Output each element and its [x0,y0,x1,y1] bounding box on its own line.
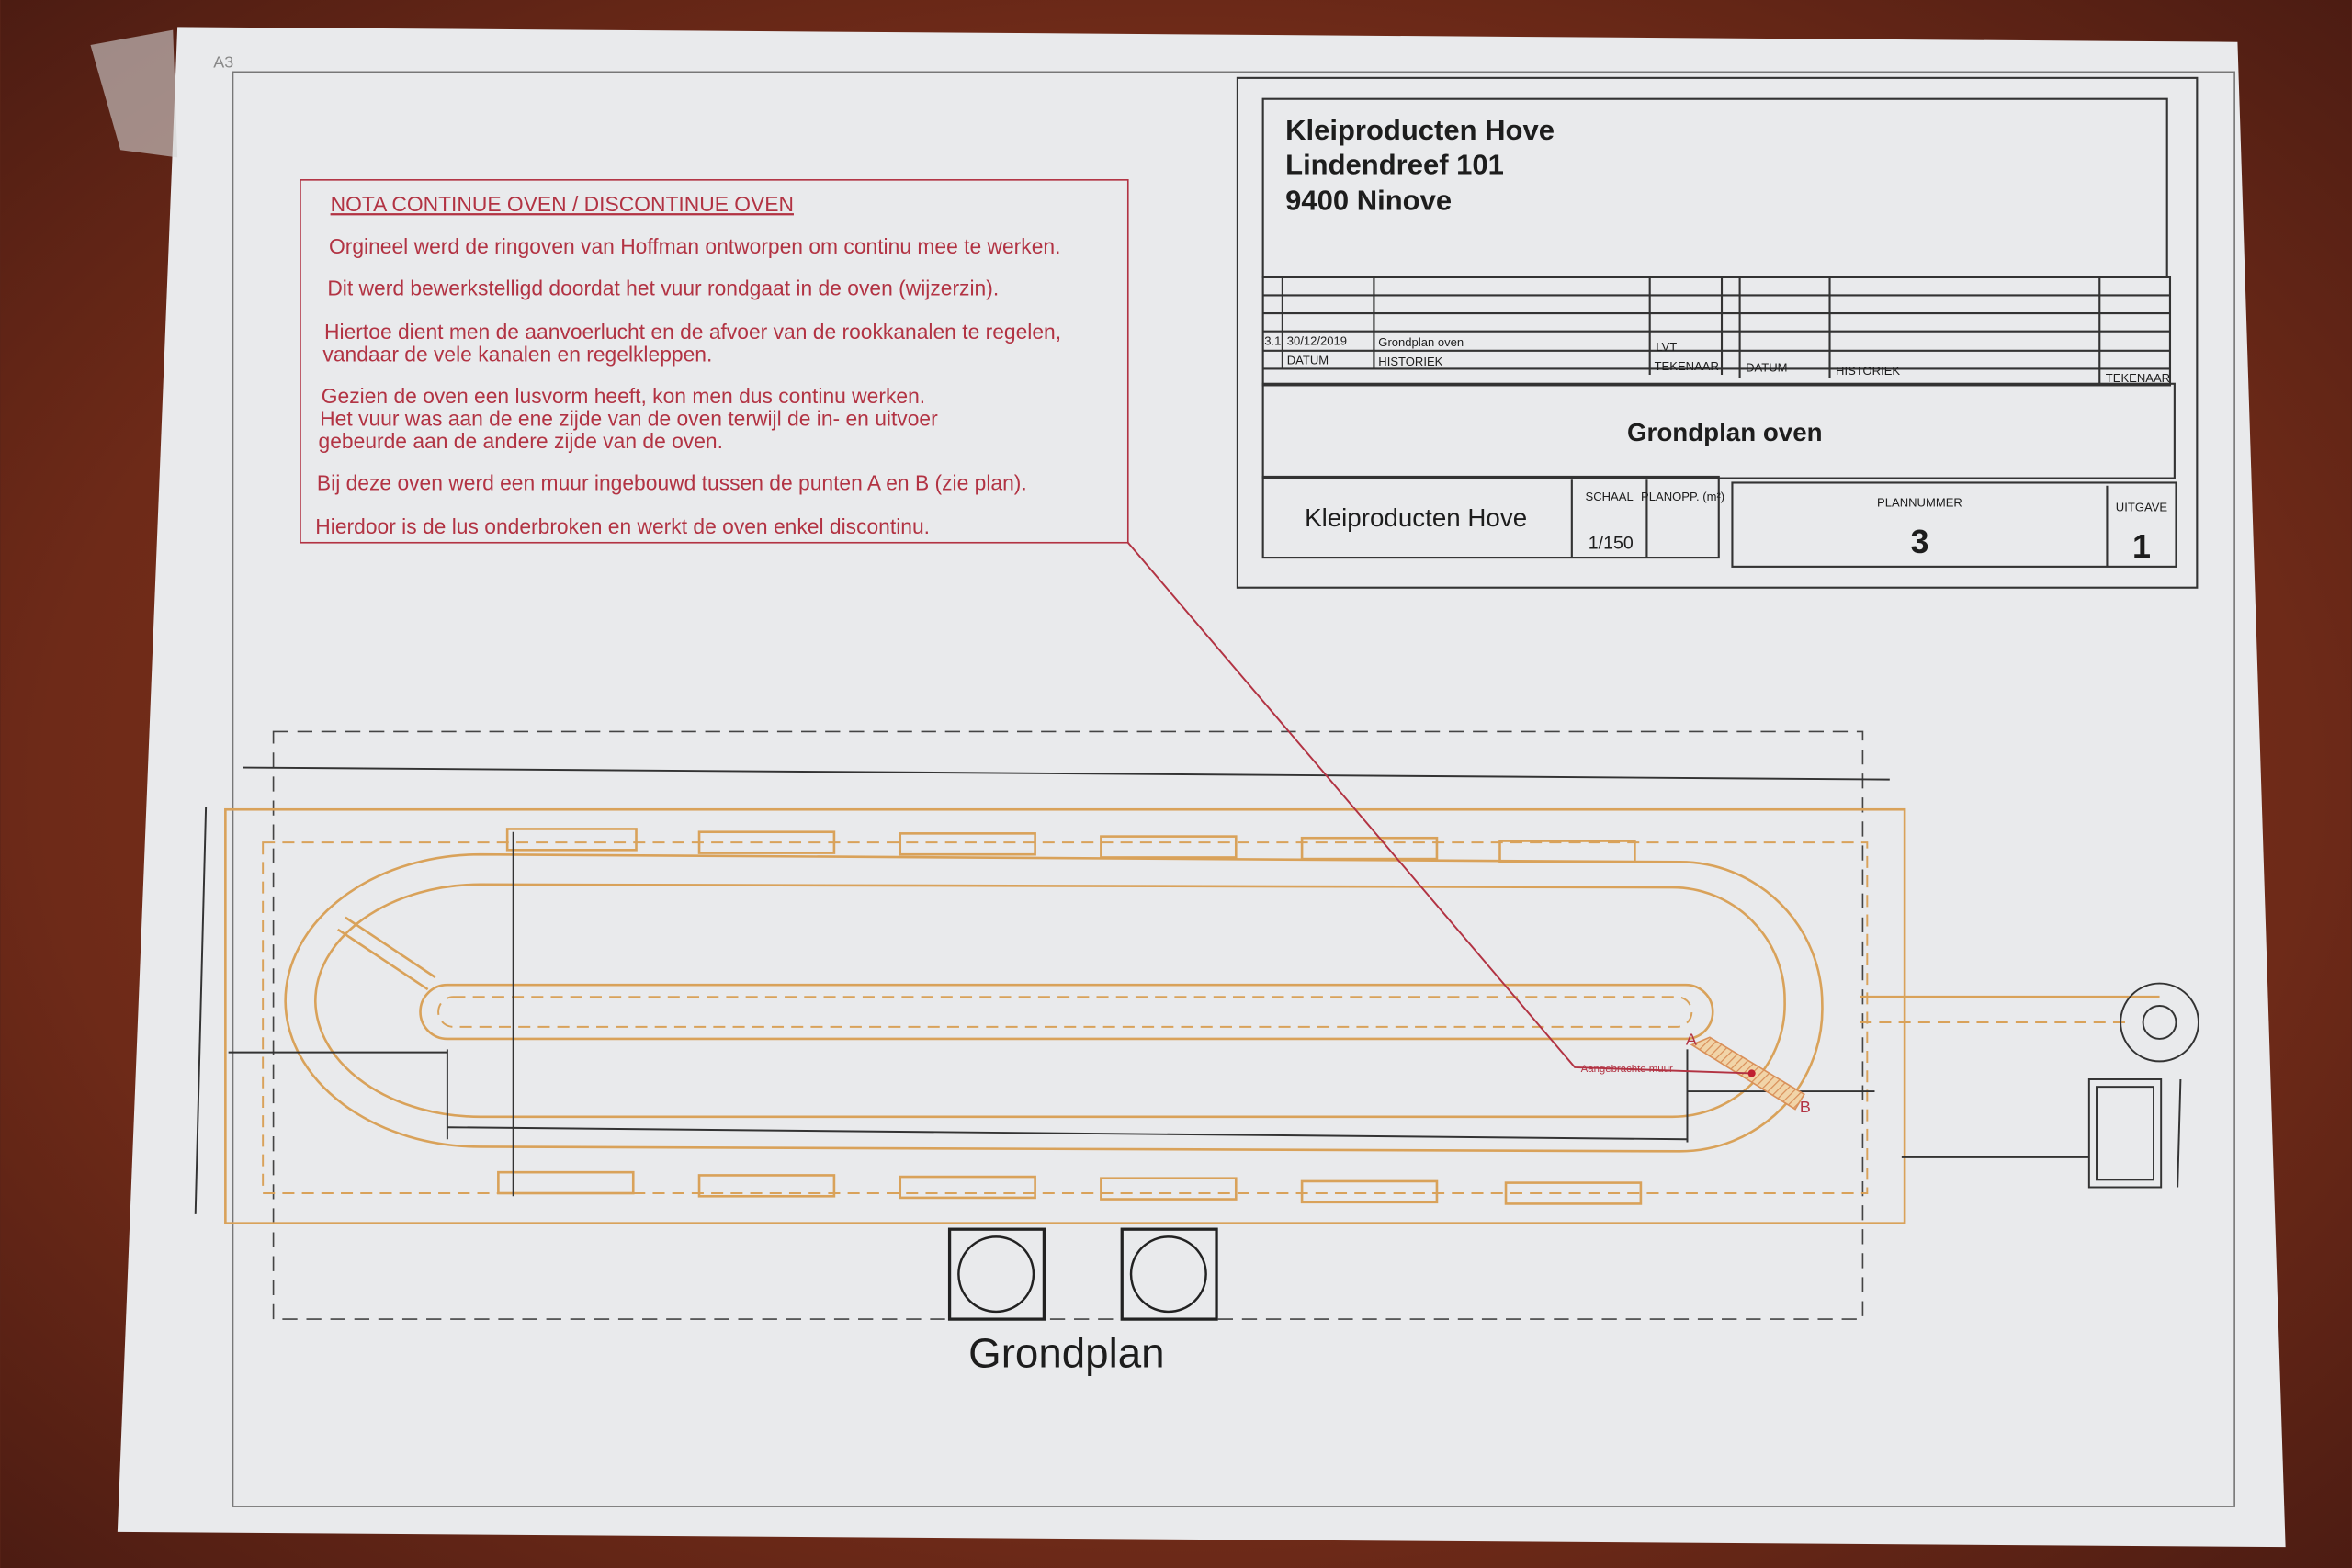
note-title: NOTA CONTINUE OVEN / DISCONTINUE OVEN [331,192,794,216]
floor-plan-drawing: Aangebrachte muur A B Grondplan [194,542,2199,1376]
revision-history: Grondplan oven [1378,335,1464,349]
plan-number: 3 [1910,524,1928,560]
plan-label: Grondplan [968,1329,1164,1376]
revision-index: 3.1 [1264,333,1281,347]
header-date-2: DATUM [1746,361,1787,375]
plan-number-label: PLANNUMMER [1877,496,1962,510]
tape [90,29,178,158]
sheet-size-label: A3 [213,52,233,71]
company-name: Kleiproducten Hove [1285,114,1555,146]
note-line: gebeurde aan de andere zijde van de oven… [319,429,723,453]
header-drawer-2: TEKENAAR [2106,371,2170,385]
wall-label: Aangebrachte muur [1581,1064,1673,1075]
chimney-base-1 [947,1227,1046,1321]
scale-label: SCHAAL [1586,490,1634,503]
title-block: Kleiproducten Hove Lindendreef 101 9400 … [1236,76,2199,589]
drawing-title: Grondplan oven [1627,418,1823,446]
note-line: Het vuur was aan de ene zijde van de ove… [320,406,938,430]
note-line: Gezien de oven een lusvorm heeft, kon me… [322,384,925,408]
leader-line [1127,542,1752,1075]
scale-value: 1/150 [1589,533,1634,553]
note-line: Dit werd bewerkstelligd doordat het vuur… [327,276,999,299]
note-line: Hiertoe dient men de aanvoerlucht en de … [324,320,1061,344]
client-name: Kleiproducten Hove [1305,503,1527,532]
note-line: Orgineel werd de ringoven van Hoffman on… [329,234,1060,258]
note-line: vandaar de vele kanalen en regelkleppen. [322,342,712,366]
header-history-2: HISTORIEK [1836,364,1900,378]
note-line: Hierdoor is de lus onderbroken en werkt … [315,514,930,538]
header-drawer: TEKENAAR [1655,359,1719,373]
edition-label: UITGAVE [2116,500,2168,513]
header-date: DATUM [1287,354,1329,367]
company-city: 9400 Ninove [1285,184,1452,216]
company-street: Lindendreef 101 [1285,148,1504,180]
header-history: HISTORIEK [1378,355,1442,368]
revision-table: 3.1 30/12/2019 Grondplan oven LVT DATUM … [1261,276,2172,387]
revision-drawer: LVT [1656,340,1677,354]
chimney-base-2 [1120,1227,1218,1321]
sheet-border [232,71,2235,1507]
revision-date: 30/12/2019 [1287,333,1347,347]
point-a-label: A [1686,1030,1697,1048]
edition-number: 1 [2132,528,2151,565]
paper-sheet [117,27,2286,1548]
area-label: PLANOPP. (m²) [1641,490,1724,503]
note-box: NOTA CONTINUE OVEN / DISCONTINUE OVEN Or… [300,179,1129,544]
note-line: Bij deze oven werd een muur ingebouwd tu… [317,471,1027,495]
point-b-label: B [1800,1098,1811,1116]
